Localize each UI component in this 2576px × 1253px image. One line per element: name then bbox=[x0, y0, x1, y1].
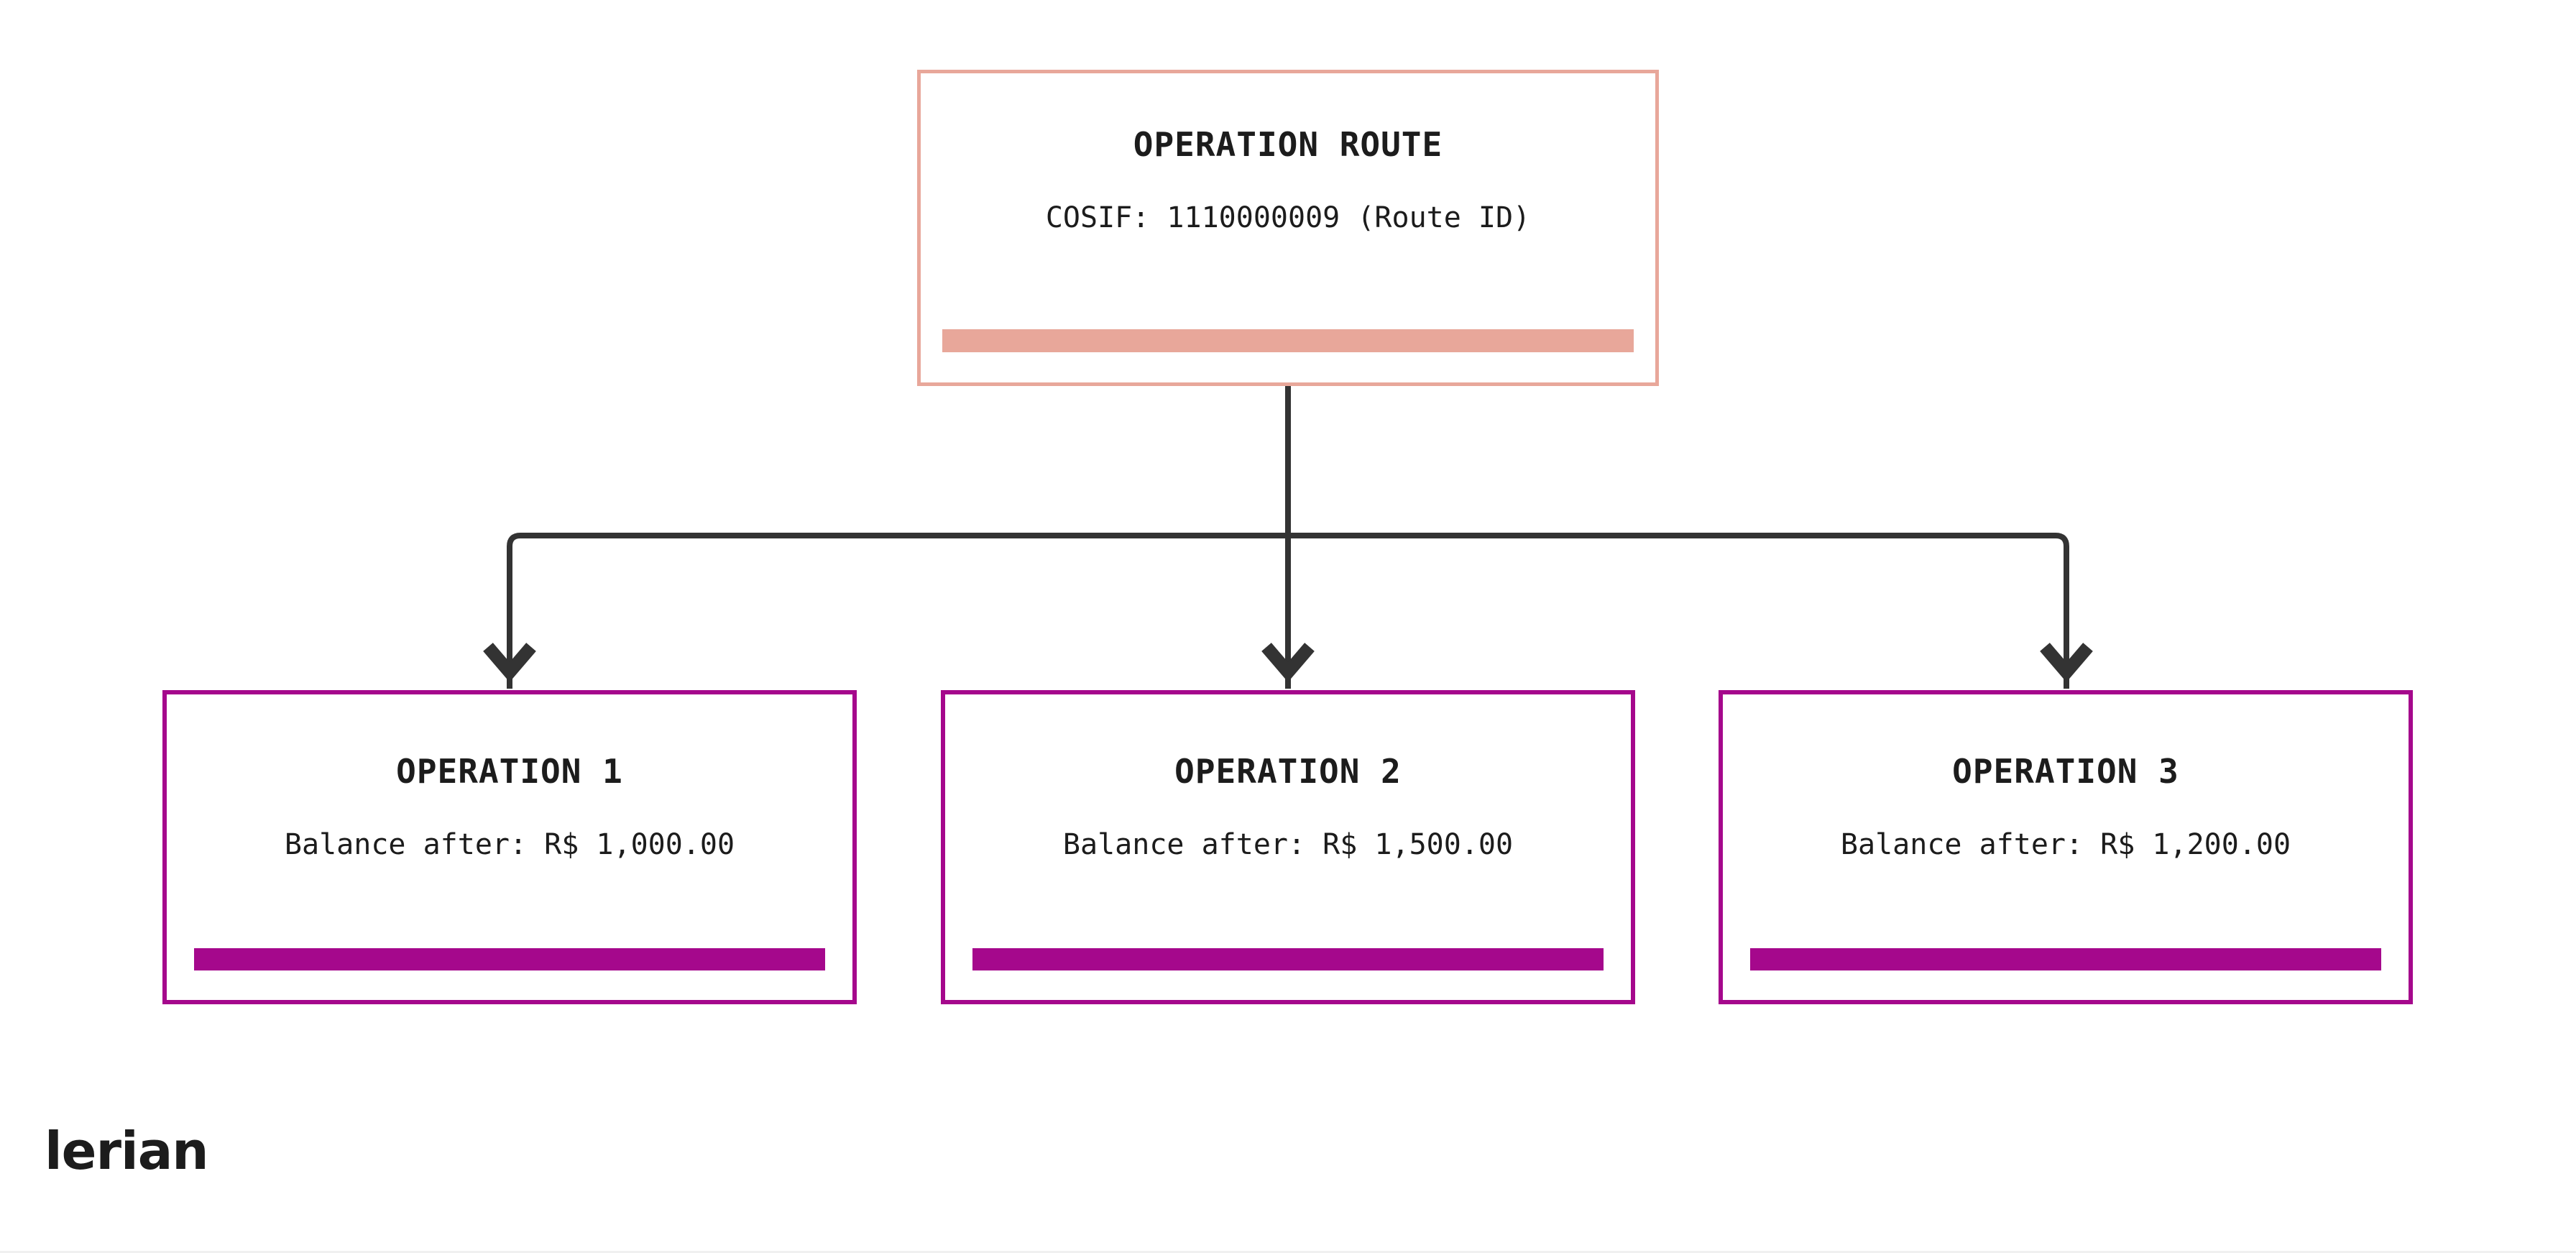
node-subtitle: Balance after: R$ 1,200.00 bbox=[1840, 828, 2291, 861]
lerian-logo: lerian bbox=[45, 1121, 209, 1181]
node-operation-3[interactable]: OPERATION 3 Balance after: R$ 1,200.00 bbox=[1719, 690, 2413, 1004]
node-subtitle: Balance after: R$ 1,000.00 bbox=[284, 828, 735, 861]
node-title: OPERATION 1 bbox=[396, 752, 623, 791]
arrowhead-op-3 bbox=[2040, 636, 2093, 689]
node-title: OPERATION ROUTE bbox=[1133, 125, 1443, 164]
node-title: OPERATION 3 bbox=[1952, 752, 2179, 791]
node-accent-bar bbox=[972, 948, 1604, 970]
node-subtitle: COSIF: 1110000009 (Route ID) bbox=[1045, 201, 1531, 234]
node-operation-1[interactable]: OPERATION 1 Balance after: R$ 1,000.00 bbox=[162, 690, 857, 1004]
node-accent-bar bbox=[942, 329, 1634, 352]
node-operation-2[interactable]: OPERATION 2 Balance after: R$ 1,500.00 bbox=[941, 690, 1635, 1004]
connector-branch-right bbox=[1288, 533, 2069, 636]
node-accent-bar bbox=[194, 948, 825, 970]
arrowhead-op-2 bbox=[1261, 636, 1315, 689]
connector-branch-left bbox=[507, 533, 1288, 636]
arrowhead-op-1 bbox=[483, 636, 536, 689]
node-accent-bar bbox=[1750, 948, 2381, 970]
node-subtitle: Balance after: R$ 1,500.00 bbox=[1062, 828, 1514, 861]
node-operation-route[interactable]: OPERATION ROUTE COSIF: 1110000009 (Route… bbox=[917, 70, 1659, 386]
node-title: OPERATION 2 bbox=[1174, 752, 1402, 791]
